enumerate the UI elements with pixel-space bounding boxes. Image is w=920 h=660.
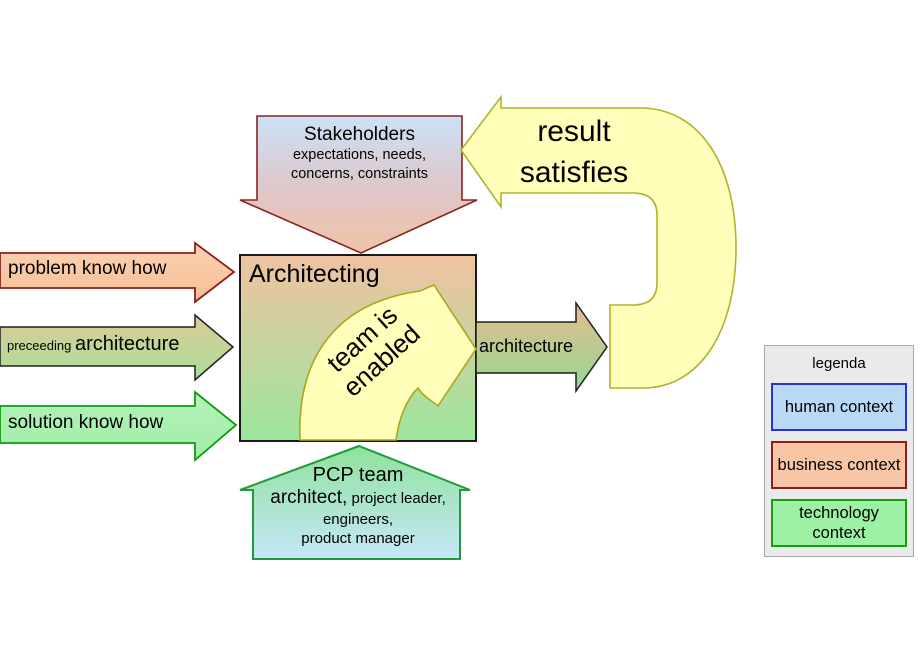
preceding-arrow-shape [0, 313, 235, 382]
pcp-role-architect: architect, [270, 487, 348, 508]
result-line-1: result [537, 115, 611, 148]
architecting-title: Architecting [249, 260, 380, 288]
problem-arrow-shape [0, 241, 236, 304]
preceding-prefix: preceeding [7, 338, 75, 353]
stakeholders-detail-2: concerns, constraints [290, 165, 428, 182]
pcp-arrow-shape [239, 444, 471, 560]
stakeholders-title: Stakeholders [304, 124, 415, 145]
result-satisfies-label: result satisfies [498, 111, 650, 193]
preceding-main: architecture [74, 333, 180, 355]
pcp-roles-line: architect, project leader, [243, 487, 473, 510]
result-arrow-shape [460, 94, 737, 389]
legend-item-business-context: business context [771, 441, 907, 489]
legend-human-label: human context [784, 398, 894, 416]
preceding-architecture-label: preceeding architecture [7, 333, 179, 356]
team-arrow-shape [299, 284, 477, 441]
legend-item-human-context: human context [771, 383, 907, 431]
pcp-role-others: project leader, [347, 490, 446, 507]
stakeholders-label: Stakeholders expectations, needs, concer… [257, 123, 462, 183]
legend-title: legenda [812, 355, 866, 372]
pcp-product-manager: product manager [301, 530, 415, 547]
pcp-engineers: engineers, [322, 511, 394, 528]
stakeholders-detail-1: expectations, needs, [292, 147, 426, 163]
pcp-title: PCP team [312, 464, 404, 486]
pcp-team-label: PCP team architect, project leader, engi… [243, 464, 473, 548]
result-line-2: satisfies [519, 156, 629, 189]
legend-panel: legenda human context business context t… [764, 345, 914, 557]
solution-know-how-label: solution know how [8, 412, 164, 433]
legend-technology-label: technology context [799, 504, 879, 542]
architecture-arrow-shape [475, 300, 608, 394]
legend-business-label: business context [777, 456, 901, 474]
solution-arrow-shape [0, 390, 238, 462]
legend-item-technology-context: technology context [771, 499, 907, 547]
stakeholders-arrow-shape [239, 115, 478, 254]
problem-know-how-label: problem know how [8, 258, 167, 279]
architecture-output-label: architecture [478, 336, 574, 356]
